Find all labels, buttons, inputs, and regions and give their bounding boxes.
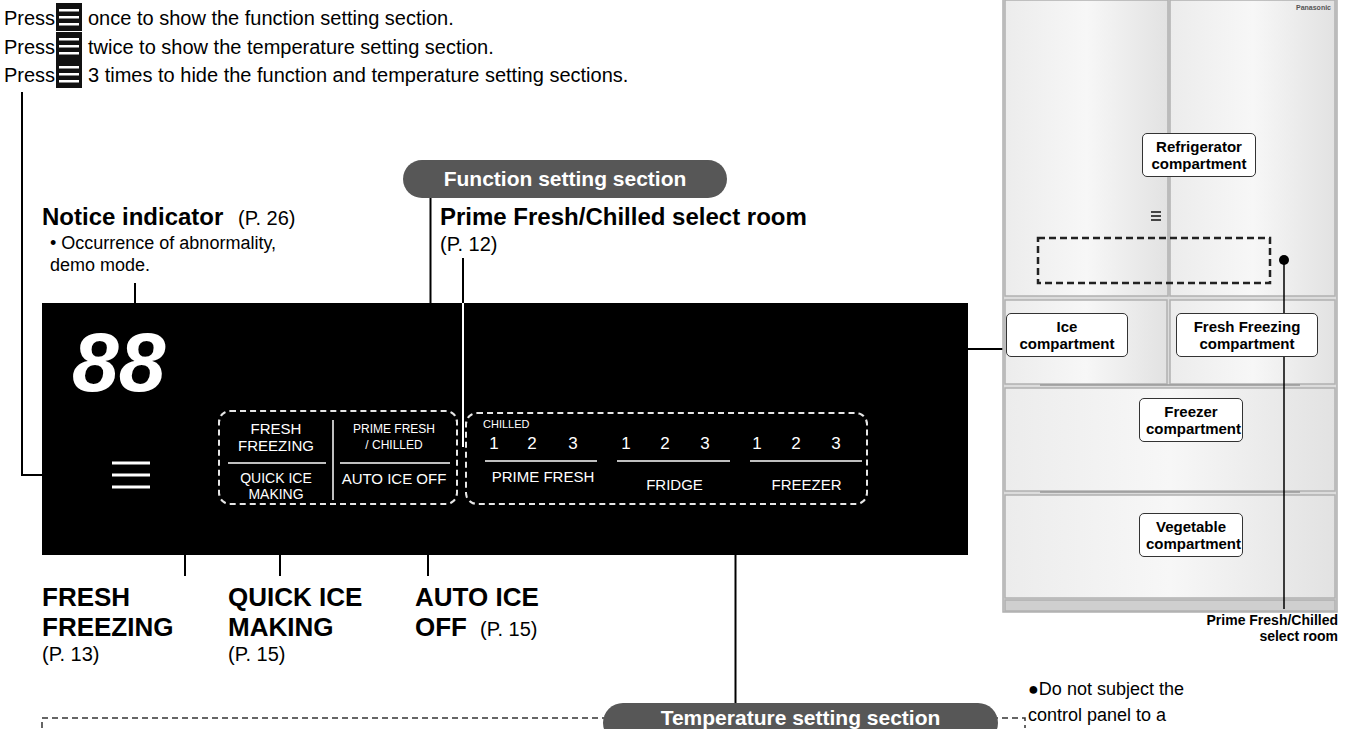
- label-text: 3 times to hide the function and tempera…: [88, 63, 628, 87]
- label-text: Press: [4, 63, 55, 87]
- label-text: once to show the function setting sectio…: [88, 6, 454, 30]
- label-text: twice to show the temperature setting se…: [88, 35, 494, 59]
- panel-text: AUTO ICE OFF: [338, 470, 450, 487]
- fridge-menu-icon: [1151, 212, 1161, 220]
- panel-text: QUICK ICE MAKING: [224, 470, 328, 502]
- compartment-name: Ice compartment: [1013, 318, 1121, 352]
- function-group: FRESH FREEZING PRIME FRESH / CHILLED QUICK…: [218, 410, 458, 505]
- control-panel: [42, 303, 968, 555]
- select-room-outline: [1038, 238, 1270, 283]
- compartment-name: Fresh Freezing compartment: [1183, 318, 1311, 352]
- leader-line: [135, 228, 1148, 576]
- control-panel-display: 88FRESH FREEZING PRIME FRESH / CHILLED QUI…: [42, 303, 968, 555]
- leader-dot: [1279, 255, 1289, 265]
- level-number: 2: [658, 434, 672, 454]
- label-text: Prime Fresh/Chilled select room: [1186, 612, 1338, 644]
- level-number: 3: [829, 434, 843, 454]
- panel-text: FRIDGE: [617, 476, 732, 493]
- label-text: Prime Fresh/Chilled select room: [440, 202, 807, 231]
- panel-text: Temperature setting section: [603, 705, 998, 729]
- level-number: 2: [789, 434, 803, 454]
- level-number: 3: [698, 434, 712, 454]
- label-text: Press: [4, 6, 55, 30]
- compartment-label: Freezer compartment: [1139, 398, 1243, 442]
- label-text: QUICK ICE MAKING: [228, 582, 400, 642]
- panel-text: PRIME FRESH: [487, 468, 599, 485]
- menu-icon: [56, 60, 82, 88]
- level-number: 3: [566, 434, 580, 454]
- menu-icon: [56, 32, 82, 60]
- label-text: (P. 15): [480, 617, 537, 641]
- compartment-label: Ice compartment: [1006, 313, 1128, 357]
- level-number: 1: [487, 434, 501, 454]
- label-text: • Occurrence of abnormality, demo mode.: [50, 232, 285, 276]
- label-text: Notice indicator: [42, 202, 223, 231]
- section-pill: Temperature setting section: [603, 703, 998, 729]
- fridge: [1003, 0, 1337, 612]
- panel-text: CHILLED: [483, 418, 529, 431]
- compartment-name: Freezer compartment: [1146, 403, 1236, 437]
- display-digits: 88: [72, 317, 165, 407]
- label-text: FRESH FREEZING: [42, 582, 202, 642]
- label-text: (P. 15): [228, 642, 285, 666]
- label-text: Press: [4, 35, 55, 59]
- section-pill: Function setting section: [403, 160, 727, 198]
- panel-text: FREEZER: [749, 476, 864, 493]
- brand-logo: Panasonic: [1296, 4, 1331, 12]
- label-text: ●Do not subject the control panel to a: [1028, 676, 1223, 728]
- panel-text: Function setting section: [403, 160, 727, 198]
- compartment-name: Refrigerator compartment: [1149, 138, 1249, 172]
- leader-line: [462, 303, 464, 447]
- leader-connector: [430, 198, 432, 410]
- label-text: (P. 26): [238, 206, 295, 230]
- compartment-label: Vegetable compartment: [1139, 513, 1243, 557]
- label-text: (P. 13): [42, 642, 99, 666]
- compartment-label: Fresh Freezing compartment: [1176, 313, 1318, 357]
- leader-connector: [735, 505, 737, 703]
- menu-icon: [56, 3, 82, 31]
- label-text: (P. 12): [440, 232, 497, 256]
- divider: [228, 420, 862, 500]
- level-number: 2: [525, 434, 539, 454]
- panel-text: FRESH FREEZING: [224, 420, 328, 454]
- panel-text: PRIME FRESH / CHILLED: [352, 421, 436, 453]
- compartment-label: Refrigerator compartment: [1142, 133, 1256, 177]
- compartment-name: Vegetable compartment: [1146, 518, 1236, 552]
- panel-menu-icon: [112, 463, 150, 487]
- level-number: 1: [619, 434, 633, 454]
- level-number: 1: [750, 434, 764, 454]
- temperature-group: CHILLED 1 2 3 1 2 3 1 2 3PRIME FRESH FRIDGE FREEZER: [465, 412, 868, 505]
